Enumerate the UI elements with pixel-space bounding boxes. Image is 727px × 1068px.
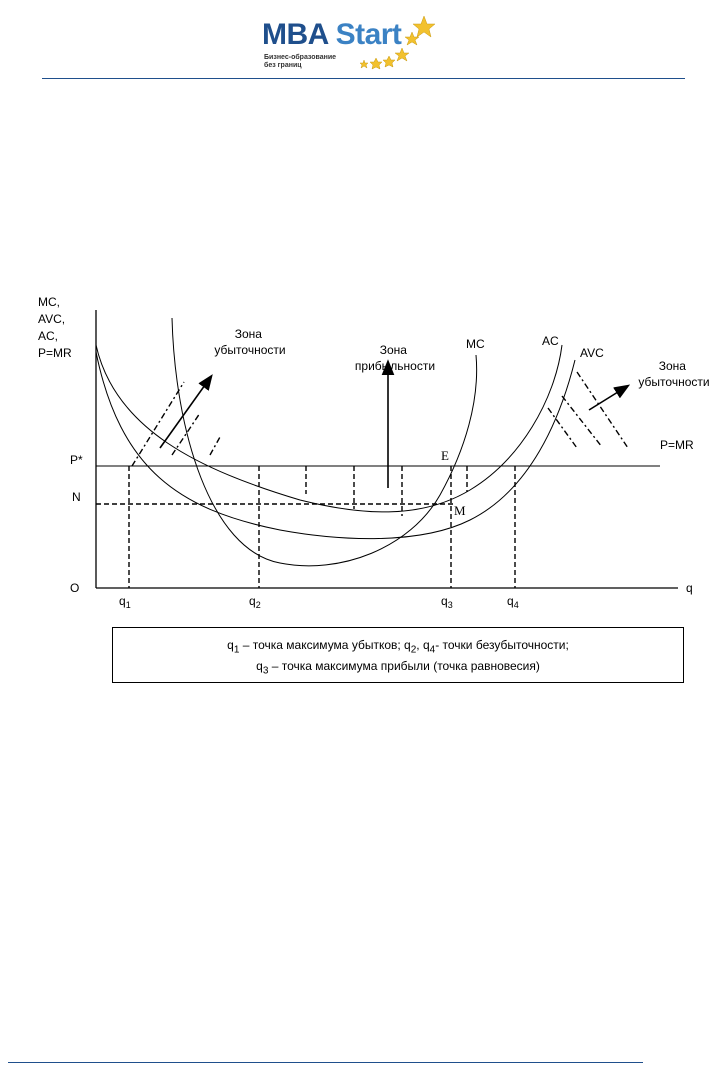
loss-zone-left-arrow-icon [159,374,213,449]
zone-profit-label: Зона прибыльности [355,343,435,373]
tick-q3: q3 [441,594,453,610]
legend-line-2: q3 – точка максимума прибыли (точка равн… [256,659,540,677]
profit-zone-hatching [305,466,468,516]
header-divider [42,78,685,79]
avc-curve [95,351,576,540]
point-m-label: M [454,503,466,518]
loss-zone-right-hatching [547,371,629,449]
cost-curves-diagram: MC, AVC, AC, P=MR P* N O q P=MR MC AC AV… [38,295,710,610]
tick-q4: q4 [507,594,519,610]
mba-start-logo: MBA Start Бизнес-образование без границ [262,14,442,76]
logo-wordmark: MBA Start [262,18,402,52]
ac-label: AC [542,334,559,348]
tick-q2: q2 [249,594,261,610]
legend-box: q1 – точка максимума убытков; q2, q4- то… [112,627,684,683]
zone-loss-right-label: Зона убыточности [638,359,709,389]
tick-q1: q1 [119,594,131,610]
footer-divider [8,1062,643,1063]
point-e-label: E [441,448,449,463]
logo-tagline-line1: Бизнес-образование [264,54,337,61]
loss-zone-right-arrow-icon [588,384,631,411]
zone-loss-left-label: Зона убыточности [214,327,285,357]
origin-label: O [70,581,79,595]
legend-line-1: q1 – точка максимума убытков; q2, q4- то… [227,638,569,656]
x-axis-label: q [686,581,693,595]
p-star-label: P* [70,453,83,467]
mc-label: MC [466,337,485,351]
logo-tagline-line2: без границ [264,62,302,69]
logo-tagline: Бизнес-образование без границ [264,54,336,70]
mc-curve [171,317,478,567]
logo-stars-icon [359,15,436,70]
loss-zone-left-hatching [131,381,221,467]
pmr-label: P=MR [660,438,694,452]
ac-curve [95,344,563,513]
avc-label: AVC [580,346,604,360]
n-label: N [72,490,81,504]
logo-mba-text: MBA [262,18,328,51]
logo-start-text: Start [335,18,402,51]
y-axis-label: MC, AVC, AC, P=MR [38,295,72,360]
